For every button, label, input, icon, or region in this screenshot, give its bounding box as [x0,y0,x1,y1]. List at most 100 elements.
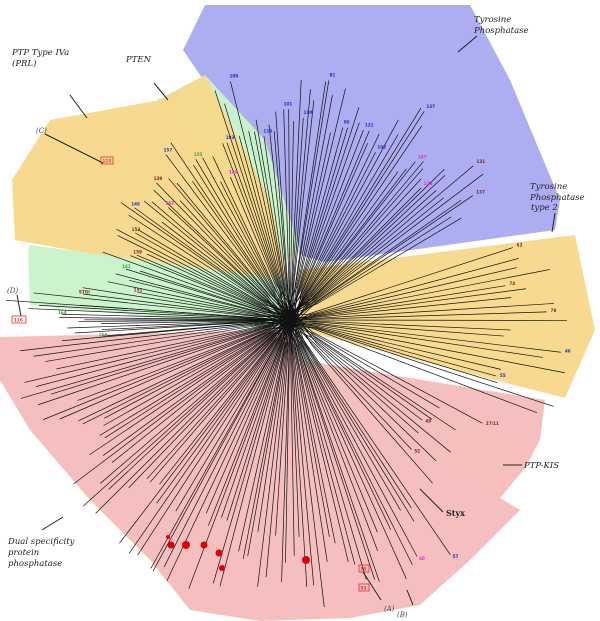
branch [149,339,274,483]
branch [134,232,270,309]
clade-label-dual-1: Dual specificity [7,537,75,547]
red-dot [219,565,225,571]
branch [103,328,274,419]
branch [308,321,561,353]
leaf-label: 81 [329,72,335,77]
branch [102,334,270,456]
branch [220,181,276,291]
branch [294,335,376,580]
clade-label-tyrosine-2: Phosphatase [473,26,529,36]
branch [103,331,271,426]
branch [312,178,422,296]
red-dot [167,541,175,549]
branch [305,161,424,302]
branch [82,293,259,317]
branch [165,154,271,294]
branch [104,331,272,439]
branch [153,189,267,298]
region-tp2 [300,235,595,398]
branch [208,337,284,526]
branch [38,326,272,406]
branch [315,336,456,431]
branch [308,247,513,315]
branch [293,347,328,562]
branch [257,340,288,532]
branch [273,131,288,289]
branch [309,168,407,295]
branch [292,100,315,292]
marker-c: (C) [36,127,47,135]
branch [82,330,279,507]
branch [268,315,292,325]
branch [137,229,265,305]
branch [115,273,264,314]
branch [238,135,282,290]
branch [62,322,264,342]
red-dot [182,541,190,549]
leaf-label: 49 [425,419,431,424]
branch [301,342,418,557]
branch [262,317,295,322]
branch [28,308,266,320]
branch [311,197,444,303]
leaf-label: 137 [426,104,435,109]
branch [128,214,266,305]
clade-label-prl-1: PTP Type IVa [11,48,69,58]
branch [298,341,378,533]
branch [310,323,565,374]
branch [290,121,294,295]
branch [314,165,474,300]
branch [272,288,285,314]
leaf-label: 60 [419,556,425,561]
branch [224,103,281,289]
branch [107,281,256,314]
branch [300,130,370,296]
leaf-label: 139 [154,176,163,181]
leaf-label: 147 [418,154,427,159]
branch [287,299,311,314]
branch [214,90,283,297]
branch [59,328,270,420]
branch [301,129,364,290]
branch [294,313,318,344]
branch [136,254,260,308]
branch [317,285,506,316]
red-dot [302,556,310,564]
branch [283,286,298,315]
branch [317,217,462,304]
branch [59,317,273,321]
branch [99,328,277,436]
branch [152,338,281,572]
leaf-label: 109 [229,74,238,79]
branch [316,343,419,434]
red-dot [200,541,208,549]
leaf-labels: 1031091141011008196121102137147123131137… [58,72,571,561]
leaf-label: 57 [453,554,459,559]
branch [221,335,285,518]
clade-label-tyrosine-1: Tyrosine [474,15,511,25]
branch [129,279,267,315]
branch [313,320,511,331]
branch [176,182,272,298]
branch [119,337,277,544]
branch [166,336,283,581]
branch [281,341,290,582]
branch [283,109,290,293]
branch [307,311,547,320]
branch [304,134,399,296]
branch [294,335,380,582]
branch [82,332,266,425]
branch [307,297,512,319]
branch [293,342,330,537]
branch [313,323,543,358]
branch [302,151,376,295]
branch [311,189,437,302]
branch [159,336,278,485]
branch [255,119,286,290]
branch [102,251,265,311]
branch [310,334,433,420]
branch [291,117,304,296]
branch [306,325,554,407]
leaf-label: 165 [99,332,108,337]
branch [312,338,451,453]
